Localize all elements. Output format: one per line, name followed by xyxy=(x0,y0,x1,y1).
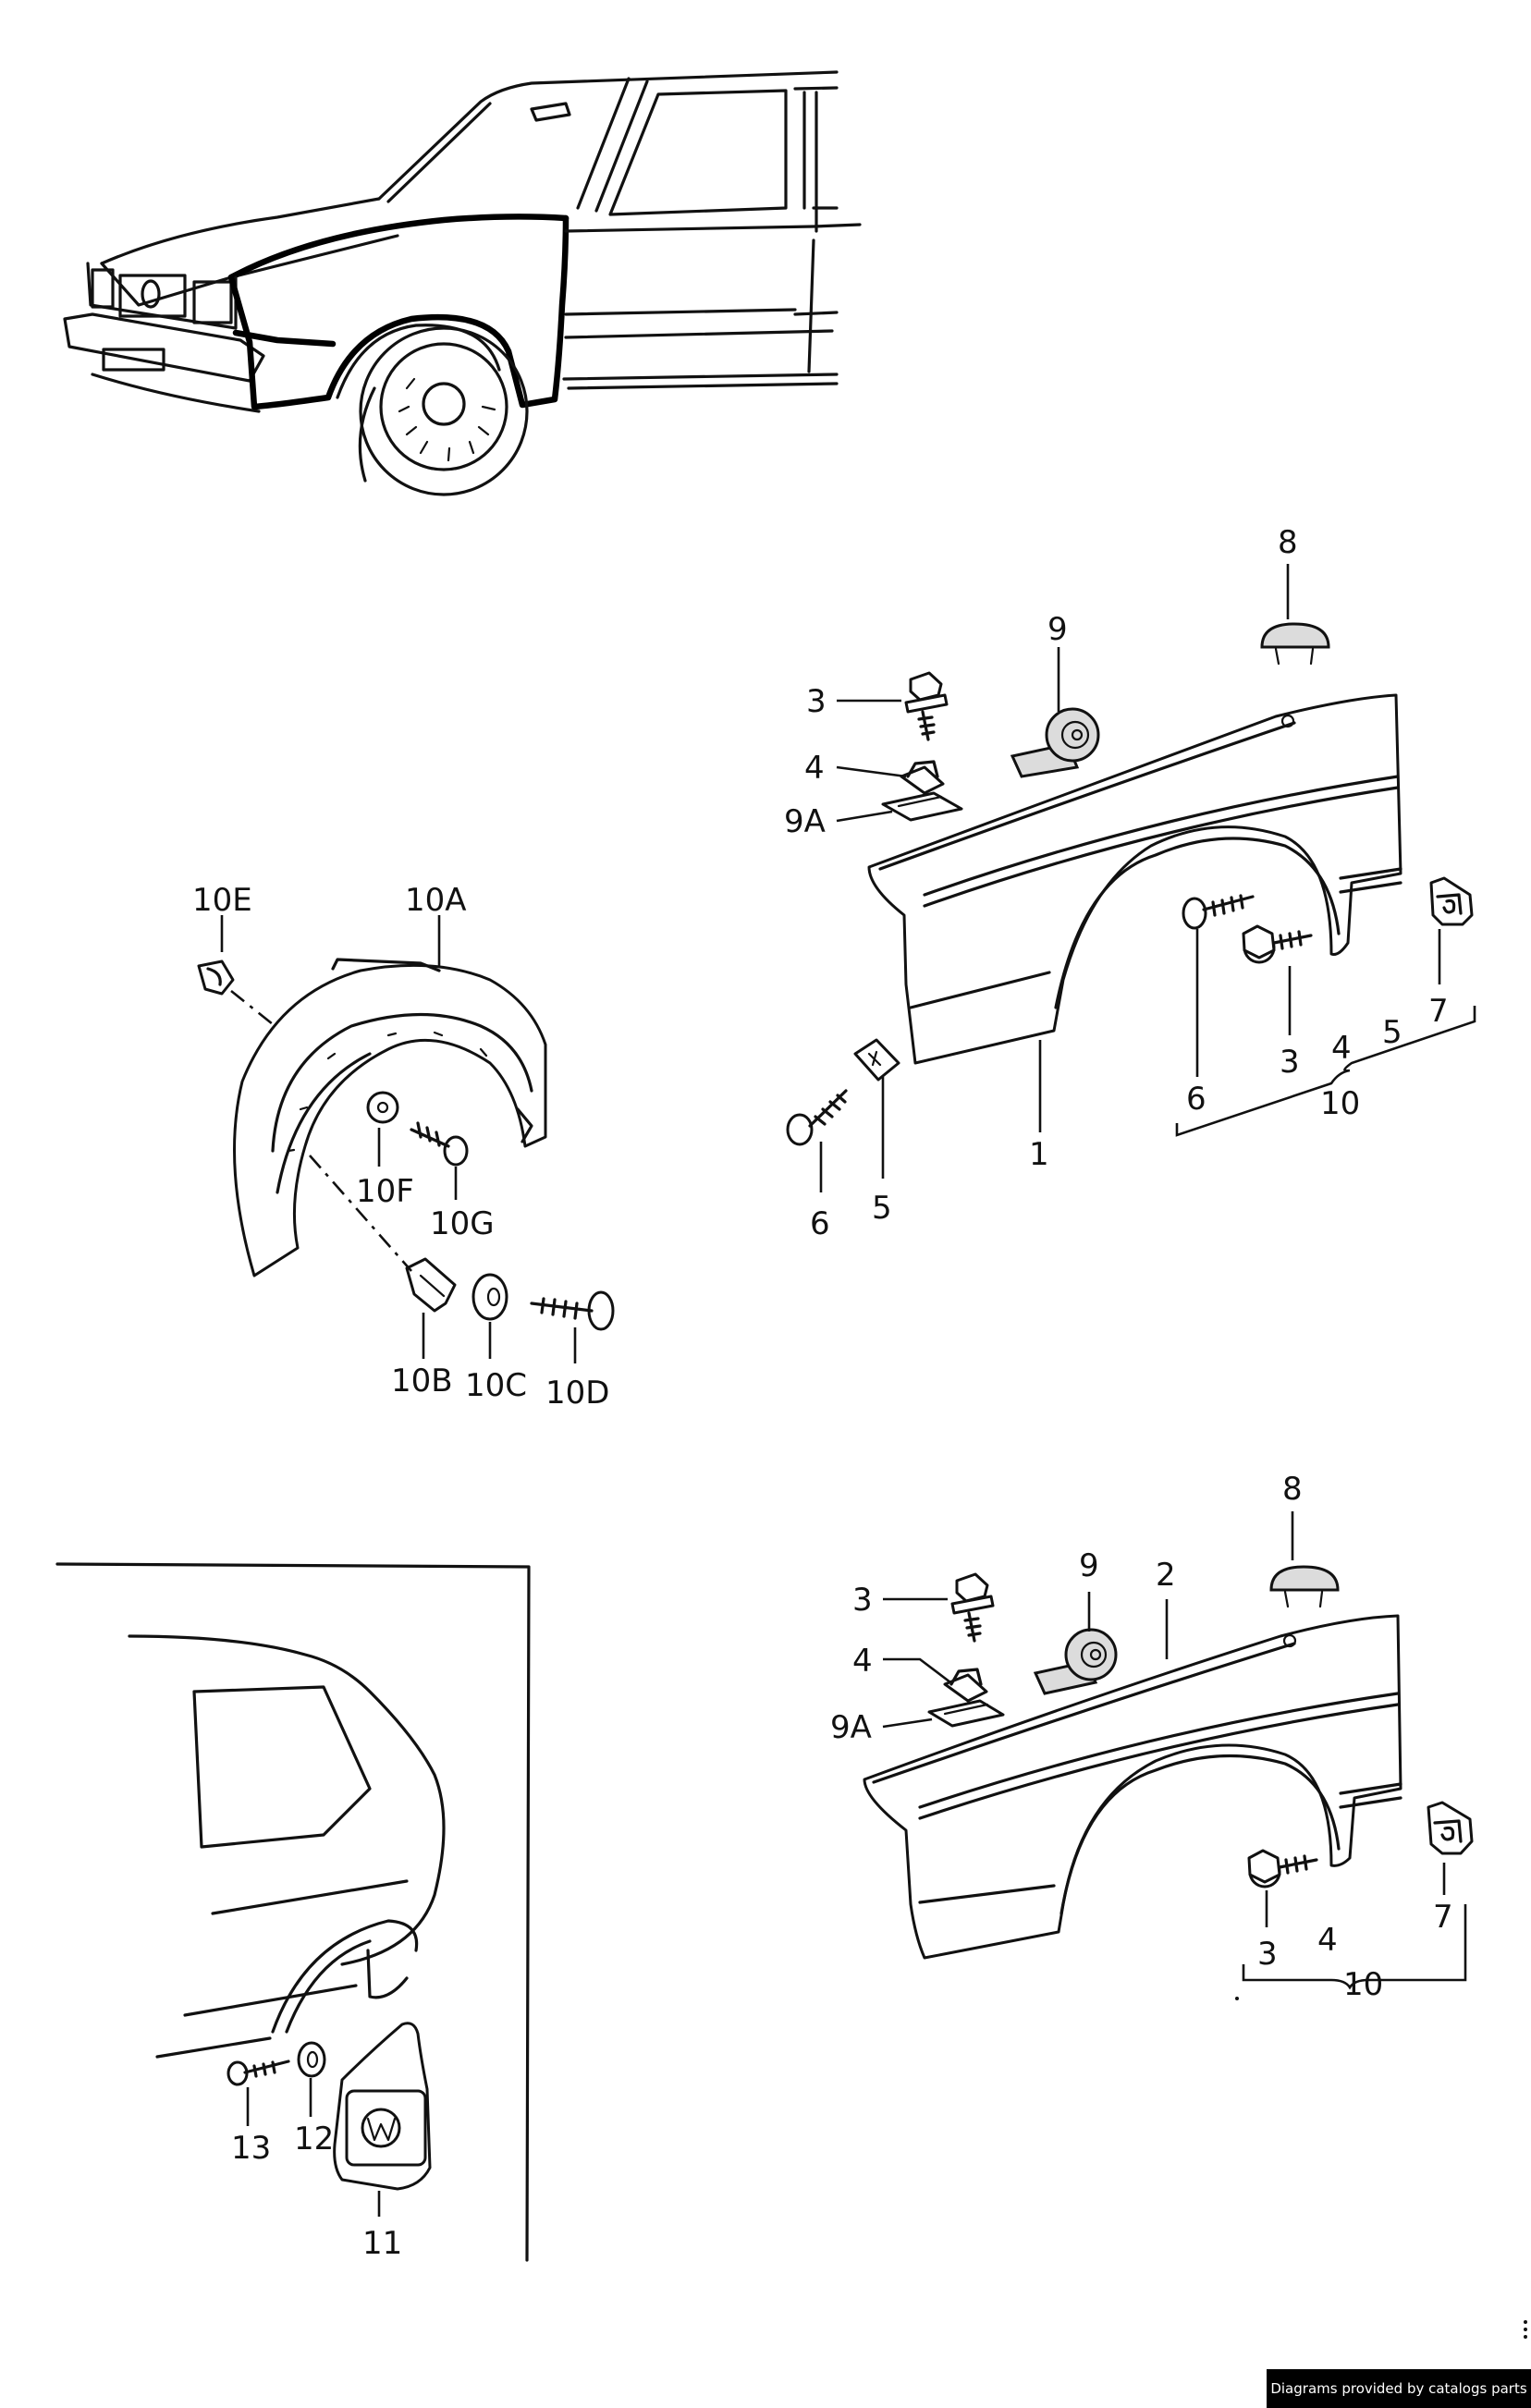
part-8-plug-upper xyxy=(1260,622,1330,666)
label-9A-lower: 9A xyxy=(830,1709,872,1746)
part-3-bolt-lower-left xyxy=(950,1572,995,1643)
label-10A: 10A xyxy=(405,882,467,919)
label-9-lower: 9 xyxy=(1079,1547,1099,1584)
wheel-housing-liner-illustration xyxy=(233,958,547,1277)
part-10D-screw xyxy=(530,1290,615,1331)
label-5-upper-right: 5 xyxy=(1382,1014,1402,1051)
part-3-bolt-upper-right xyxy=(1242,924,1313,964)
credit-badge: Diagrams provided by catalogs parts xyxy=(1267,2369,1531,2408)
rear-body-illustration xyxy=(55,1562,531,2262)
label-13: 13 xyxy=(231,2130,271,2167)
label-4-lower-right: 4 xyxy=(1317,1922,1338,1959)
label-10D: 10D xyxy=(545,1375,609,1412)
label-5-lower-left: 5 xyxy=(872,1190,892,1227)
part-6-screw-lower-left xyxy=(786,1089,848,1146)
label-1: 1 xyxy=(1029,1136,1049,1173)
fender-2-illustration xyxy=(863,1614,1402,2000)
part-labels: 8 9 3 4 9A 1 6 3 4 5 7 10 5 6 10E 10A 10… xyxy=(192,524,1453,2262)
part-9-sealing-tape-lower xyxy=(1033,1628,1118,1695)
label-10G: 10G xyxy=(430,1205,495,1242)
label-10E: 10E xyxy=(192,882,252,919)
label-4-lower: 4 xyxy=(852,1643,873,1680)
label-3-lower: 3 xyxy=(852,1582,873,1619)
label-3-upper-right: 3 xyxy=(1280,1044,1300,1081)
label-11: 11 xyxy=(362,2225,402,2262)
label-9A-upper: 9A xyxy=(784,803,826,840)
label-12: 12 xyxy=(294,2121,334,2157)
more-icon xyxy=(1524,2320,1527,2339)
label-3-upper: 3 xyxy=(806,683,827,720)
part-3-bolt-upper-left xyxy=(904,671,949,741)
part-9-sealing-tape-upper xyxy=(1010,707,1100,778)
part-6-screw-upper-right xyxy=(1182,894,1255,930)
label-8-lower: 8 xyxy=(1282,1471,1303,1508)
part-7-bracket-upper xyxy=(1429,876,1474,926)
part-7-bracket-lower xyxy=(1427,1801,1474,1855)
part-13-screw xyxy=(227,2060,290,2086)
part-8-plug-lower xyxy=(1269,1565,1340,1608)
label-3-lower-right: 3 xyxy=(1257,1936,1278,1973)
part-11-mudflap xyxy=(333,2022,432,2191)
part-4-clip-nut-lower xyxy=(943,1668,988,1703)
part-9A-washer-lower xyxy=(927,1699,1005,1728)
part-10C-washer xyxy=(472,1273,508,1321)
part-10B-clip xyxy=(405,1257,457,1313)
leader-lines xyxy=(220,564,1476,2217)
label-10F: 10F xyxy=(356,1173,414,1210)
part-10F-washer xyxy=(366,1091,399,1124)
label-4-upper: 4 xyxy=(804,750,825,787)
label-7-lower: 7 xyxy=(1433,1899,1453,1936)
label-7-upper: 7 xyxy=(1428,993,1449,1030)
label-10C: 10C xyxy=(465,1367,527,1404)
label-6-lower-left: 6 xyxy=(810,1205,830,1242)
part-3-bolt-lower-right xyxy=(1247,1849,1318,1889)
part-10G-screw xyxy=(410,1121,469,1167)
label-4-upper-right: 4 xyxy=(1331,1030,1352,1067)
label-2: 2 xyxy=(1156,1557,1176,1594)
label-6-upper-right: 6 xyxy=(1186,1081,1206,1118)
part-12-washer xyxy=(297,2041,326,2078)
fender-1-illustration xyxy=(867,693,1402,1065)
part-9A-washer-upper xyxy=(881,791,963,822)
label-8-upper: 8 xyxy=(1278,524,1298,561)
label-9-upper: 9 xyxy=(1047,611,1068,648)
label-10-lower: 10 xyxy=(1343,1966,1383,2003)
part-10E-clip xyxy=(197,960,235,996)
label-10-upper: 10 xyxy=(1320,1085,1360,1122)
part-5-nut-plate xyxy=(853,1038,900,1082)
label-10B: 10B xyxy=(391,1363,453,1400)
car-overview-illustration xyxy=(63,70,862,496)
part-4-clip-nut-upper xyxy=(900,760,945,795)
